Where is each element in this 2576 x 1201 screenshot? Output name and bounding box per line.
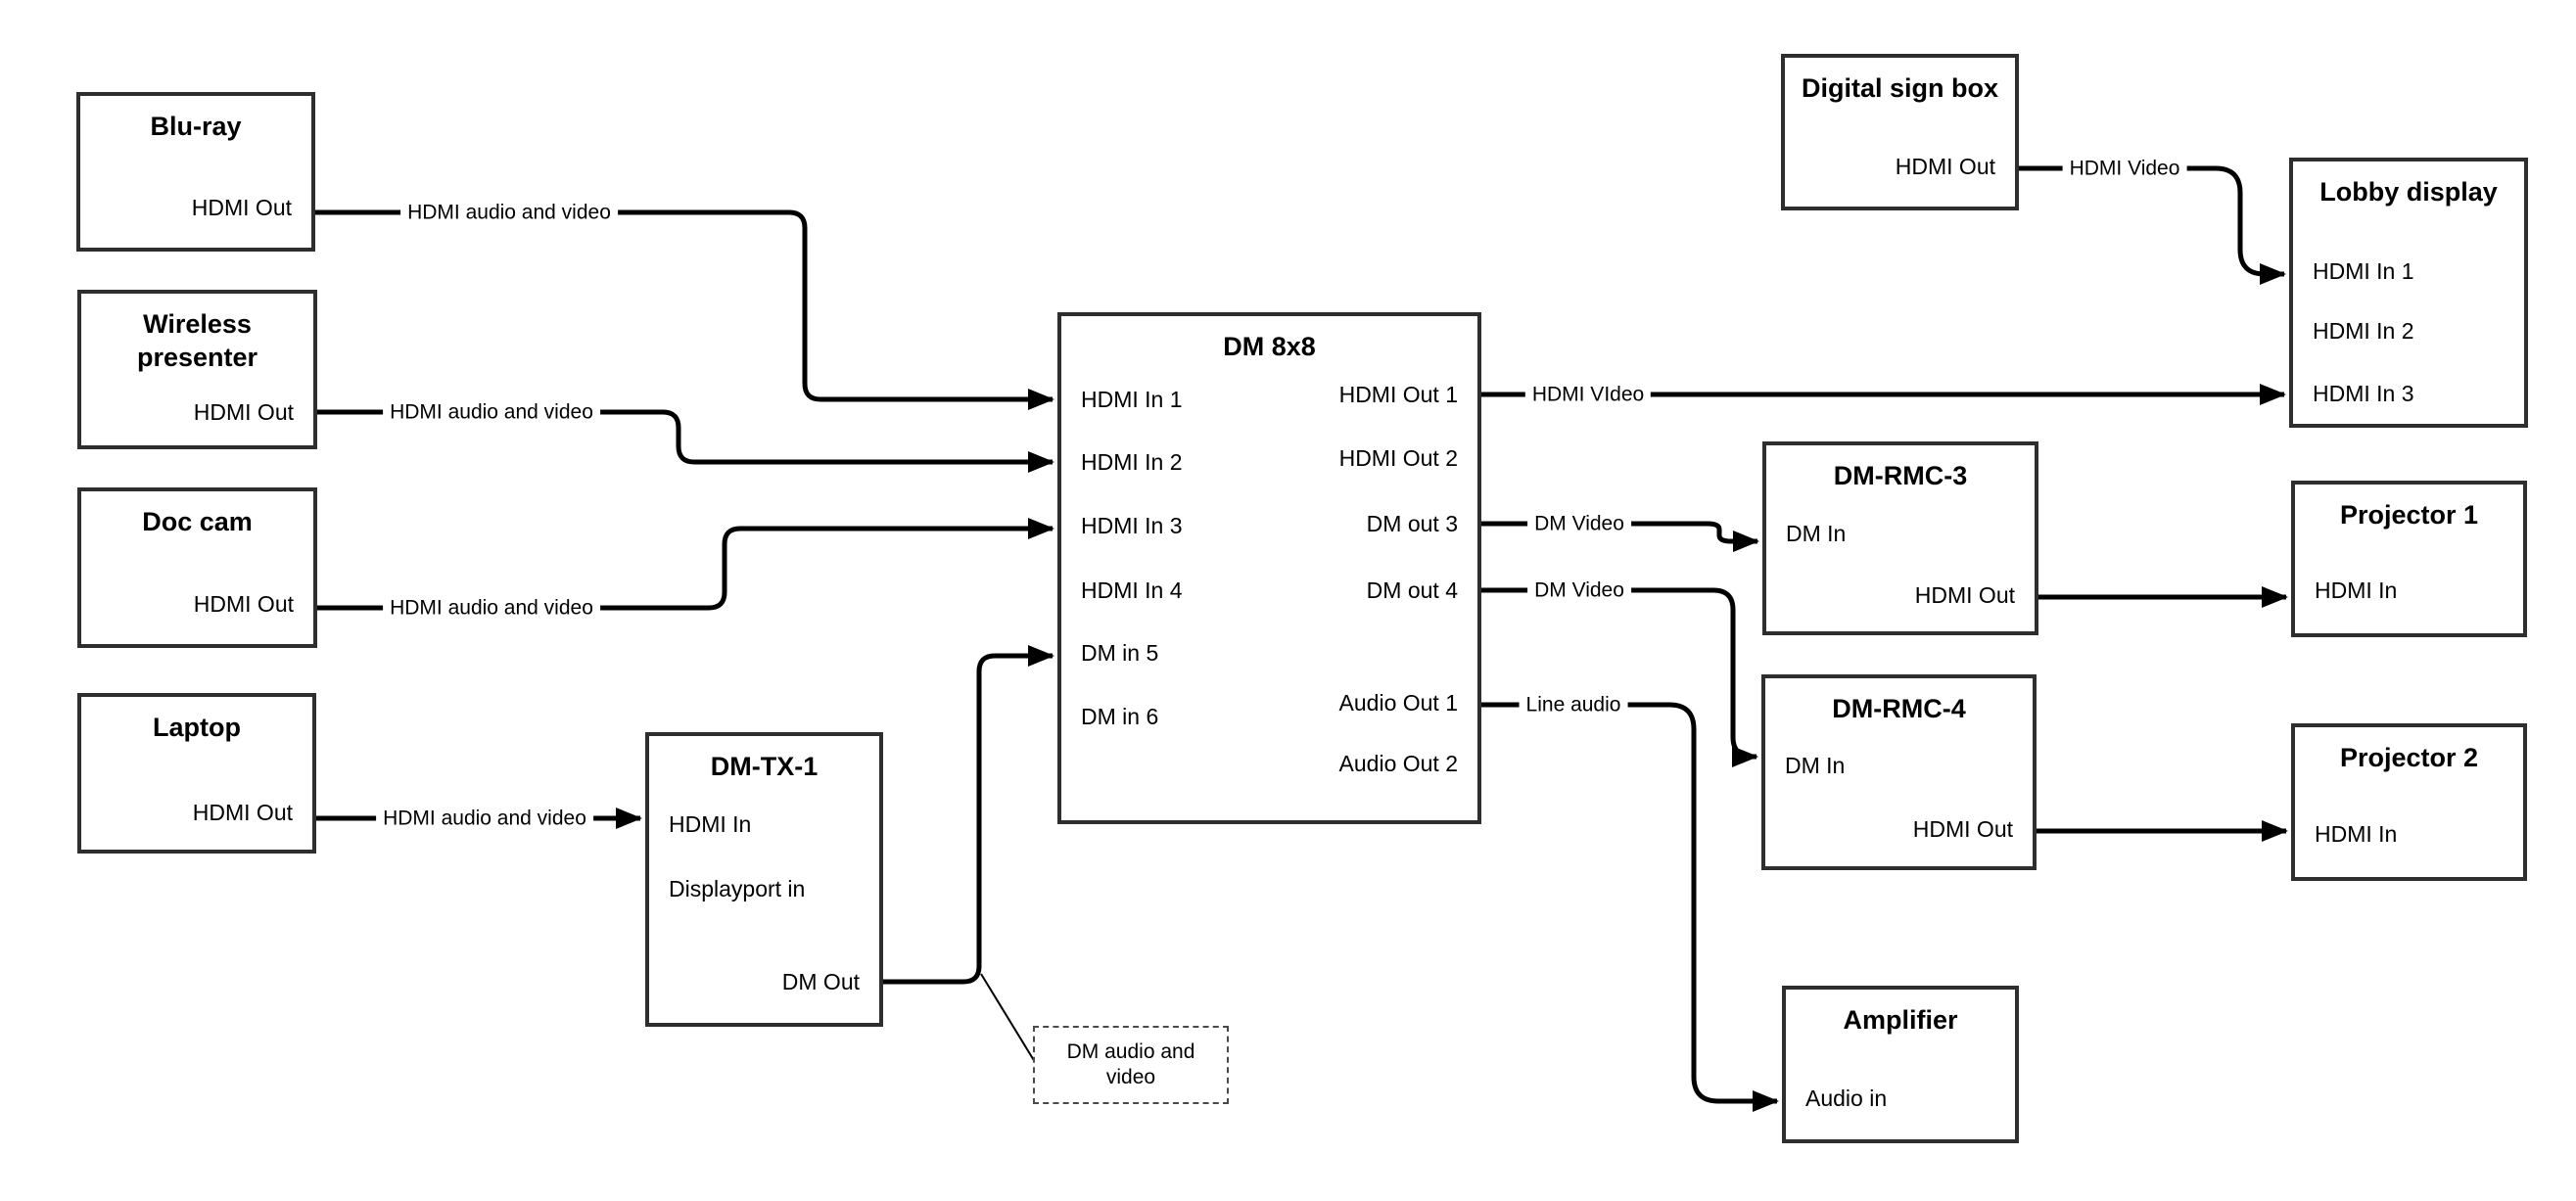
port-dm-8x8-dm-out-3: DM out 3 [1366, 511, 1458, 536]
port-dm-rmc-4-hdmi-out: HDMI Out [1912, 816, 2013, 842]
node-projector-2 [2291, 723, 2527, 881]
node-title-dm-tx-1: DM-TX-1 [710, 752, 819, 781]
node-dm-rmc-3 [1762, 441, 2038, 635]
port-dm-8x8-hdmi-in-3: HDMI In 3 [1081, 513, 1183, 538]
port-dm-rmc-3-hdmi-out: HDMI Out [1914, 582, 2015, 608]
node-doc-cam [77, 487, 317, 648]
edge-dmtx1-dmout-to-dm8x8-in5 [881, 645, 1054, 985]
node-blu-ray [76, 92, 315, 252]
port-blu-ray-hdmi-out: HDMI Out [191, 195, 292, 220]
node-dm-8x8 [1057, 312, 1481, 824]
port-dm-tx-1-dm-out: DM Out [781, 969, 860, 994]
edge-digitalsign-to-lobby-in1 [2018, 165, 2286, 285]
node-title-doc-cam: Doc cam [142, 507, 253, 536]
node-title-wireless-presenter: Wireless presenter [136, 309, 258, 372]
edge-label-digitalsign-to-lobby-in1: HDMI Video [2062, 155, 2187, 182]
port-dm-8x8-hdmi-in-2: HDMI In 2 [1081, 449, 1183, 475]
edge-dm8x8-audio1-to-amplifier [1480, 702, 1779, 1112]
edge-doccam-to-dm8x8-in3 [317, 518, 1054, 611]
edge-label-doccam-to-dm8x8-in3: HDMI audio and video [383, 594, 600, 622]
node-title-dm-rmc-4: DM-RMC-4 [1832, 694, 1966, 723]
port-dm-8x8-dm-out-4: DM out 4 [1366, 577, 1458, 603]
edge-label-wireless-to-dm8x8-in2: HDMI audio and video [383, 398, 600, 426]
port-dm-8x8-hdmi-out-2: HDMI Out 2 [1338, 445, 1458, 471]
node-title-dm-rmc-3: DM-RMC-3 [1833, 461, 1968, 490]
port-doc-cam-hdmi-out: HDMI Out [193, 591, 294, 617]
node-laptop [77, 693, 316, 854]
edge-wireless-to-dm8x8-in2 [317, 409, 1054, 473]
port-lobby-display-hdmi-in-2: HDMI In 2 [2313, 318, 2414, 344]
edge-label-bluray-to-dm8x8-in1: HDMI audio and video [400, 199, 618, 226]
node-dm-tx-1 [645, 732, 883, 1027]
port-dm-8x8-hdmi-out-1: HDMI Out 1 [1338, 382, 1458, 407]
port-projector-1-hdmi-in: HDMI In [2315, 577, 2398, 603]
edge-label-dm8x8-audio1-to-amplifier: Line audio [1519, 691, 1628, 718]
edge-label-dm8x8-out3-to-dmrmc3-dmin: DM Video [1527, 510, 1631, 537]
edge-dm8x8-out3-to-dmrmc3-dmin [1480, 521, 1759, 552]
port-projector-2-hdmi-in: HDMI In [2315, 821, 2398, 847]
node-title-blu-ray: Blu-ray [150, 112, 242, 141]
node-dm-rmc-4 [1761, 674, 2037, 870]
port-dm-tx-1-displayport-in: Displayport in [669, 876, 806, 901]
edge-bluray-to-dm8x8-in1 [315, 209, 1054, 410]
node-title-projector-1: Projector 1 [2339, 500, 2479, 530]
port-dm-8x8-dm-in-6: DM in 6 [1081, 704, 1159, 729]
node-projector-1 [2291, 481, 2527, 637]
port-amplifier-audio-in: Audio in [1805, 1086, 1888, 1111]
note-callout-line [980, 973, 1036, 1063]
port-dm-rmc-3-dm-in: DM In [1786, 521, 1847, 546]
node-digital-sign-box [1781, 54, 2019, 210]
node-amplifier [1782, 986, 2019, 1143]
node-title-digital-sign-box: Digital sign box [1801, 73, 1998, 103]
port-dm-8x8-hdmi-in-1: HDMI In 1 [1081, 387, 1183, 412]
port-dm-8x8-audio-out-1: Audio Out 1 [1338, 690, 1458, 716]
port-dm-tx-1-hdmi-in: HDMI In [669, 811, 752, 837]
port-dm-8x8-dm-in-5: DM in 5 [1081, 640, 1159, 666]
port-wireless-presenter-hdmi-out: HDMI Out [193, 399, 294, 425]
edge-label-laptop-to-dmtx1-hdmi-in: HDMI audio and video [376, 805, 593, 832]
port-lobby-display-hdmi-in-3: HDMI In 3 [2313, 381, 2414, 406]
port-dm-8x8-audio-out-2: Audio Out 2 [1338, 751, 1458, 776]
node-title-amplifier: Amplifier [1843, 1005, 1958, 1035]
node-title-lobby-display: Lobby display [2319, 177, 2498, 207]
node-lobby-display [2289, 158, 2528, 428]
note-dm-audio-video-note: DM audio and video [1033, 1026, 1229, 1104]
port-digital-sign-box-hdmi-out: HDMI Out [1895, 154, 1995, 179]
port-laptop-hdmi-out: HDMI Out [192, 800, 293, 825]
port-lobby-display-hdmi-in-1: HDMI In 1 [2313, 258, 2414, 284]
node-title-projector-2: Projector 2 [2339, 743, 2479, 772]
edge-dm8x8-out4-to-dmrmc4-dmin [1480, 587, 1758, 767]
edge-label-dm8x8-out4-to-dmrmc4-dmin: DM Video [1527, 577, 1631, 604]
node-title-laptop: Laptop [153, 713, 241, 742]
node-wireless-presenter [77, 290, 317, 449]
port-dm-8x8-hdmi-in-4: HDMI In 4 [1081, 577, 1183, 603]
node-title-dm-8x8: DM 8x8 [1223, 332, 1316, 361]
edge-label-dm8x8-out1-to-lobby-in3: HDMI VIdeo [1524, 381, 1652, 408]
port-dm-rmc-4-dm-in: DM In [1785, 753, 1846, 778]
